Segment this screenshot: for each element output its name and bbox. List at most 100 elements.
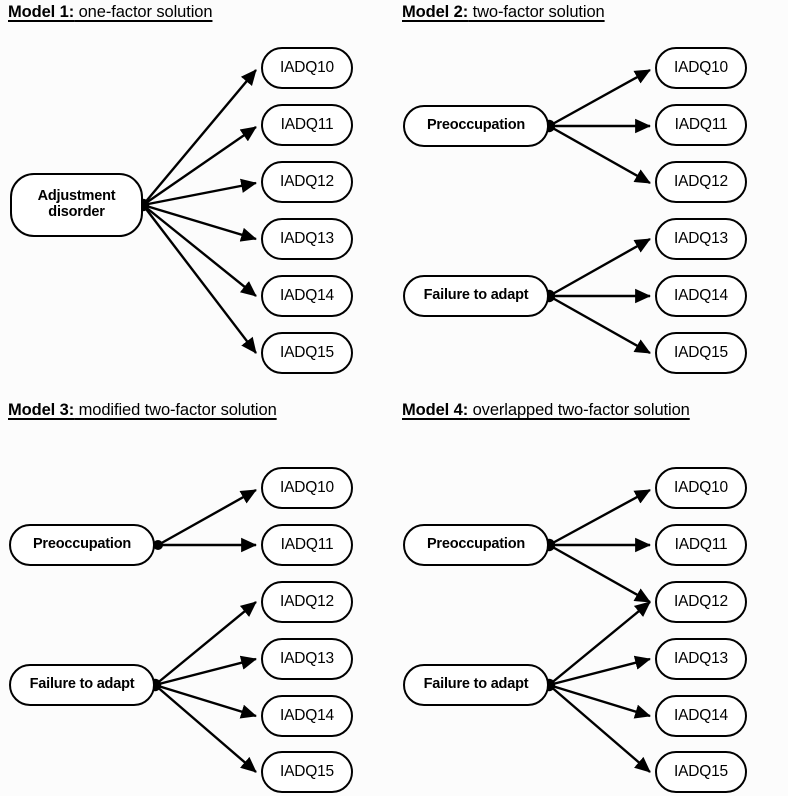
node-label: IADQ15 bbox=[280, 343, 334, 361]
node-label: IADQ15 bbox=[280, 762, 334, 780]
panel-title-value: one-factor solution bbox=[74, 3, 213, 21]
node-label: IADQ14 bbox=[280, 706, 334, 724]
node-iadq10[interactable]: IADQ10 bbox=[655, 47, 747, 89]
edge-failure-to-adapt-iadq12 bbox=[548, 601, 651, 686]
edge-failure-to-adapt-iadq15 bbox=[548, 684, 651, 773]
edge-adjustment-disorder-iadq15 bbox=[142, 204, 257, 354]
panel-title-model-3: Model 3: modified two-factor solution bbox=[8, 401, 277, 420]
panel-model-1: Model 1: one-factor solution Adjustment … bbox=[0, 0, 394, 398]
node-label: Preoccupation bbox=[426, 536, 526, 553]
edge-failure-to-adapt-iadq13 bbox=[548, 655, 651, 687]
node-iadq12[interactable]: IADQ12 bbox=[261, 161, 353, 203]
edge-layer-model-4 bbox=[542, 488, 651, 773]
edge-layer-model-1 bbox=[136, 69, 257, 354]
node-iadq14[interactable]: IADQ14 bbox=[655, 275, 747, 317]
node-label: Failure to adapt bbox=[423, 676, 529, 693]
edge-failure-to-adapt-iadq13 bbox=[154, 655, 257, 687]
node-iadq12[interactable]: IADQ12 bbox=[261, 581, 353, 623]
node-iadq11[interactable]: IADQ11 bbox=[261, 524, 353, 566]
node-label: Adjustment disorder bbox=[37, 188, 116, 220]
node-iadq12[interactable]: IADQ12 bbox=[655, 581, 747, 623]
node-failure-to-adapt[interactable]: Failure to adapt bbox=[9, 664, 155, 706]
edge-adjustment-disorder-iadq10 bbox=[142, 69, 257, 206]
node-label: IADQ13 bbox=[674, 649, 728, 667]
edge-adjustment-disorder-iadq12 bbox=[142, 178, 257, 207]
node-label: Failure to adapt bbox=[29, 676, 135, 693]
edge-failure-to-adapt-iadq13 bbox=[548, 237, 651, 298]
edge-preoccupation-iadq10 bbox=[157, 488, 257, 547]
node-failure-to-adapt[interactable]: Failure to adapt bbox=[403, 664, 549, 706]
edge-layer-model-3 bbox=[148, 488, 257, 773]
panel-title-key: Model 2: bbox=[402, 3, 469, 21]
edge-failure-to-adapt-iadq14 bbox=[154, 683, 257, 719]
node-iadq13[interactable]: IADQ13 bbox=[655, 638, 747, 680]
edge-preoccupation-iadq10 bbox=[548, 68, 651, 128]
node-iadq11[interactable]: IADQ11 bbox=[655, 524, 747, 566]
factor-hub-dot-preoccupation bbox=[153, 540, 163, 550]
node-preoccupation[interactable]: Preoccupation bbox=[403, 105, 549, 147]
panel-title-value: overlapped two-factor solution bbox=[468, 401, 690, 419]
node-iadq15[interactable]: IADQ15 bbox=[655, 332, 747, 374]
node-label: IADQ14 bbox=[674, 286, 728, 304]
node-iadq10[interactable]: IADQ10 bbox=[261, 47, 353, 89]
edge-preoccupation-iadq10 bbox=[548, 488, 651, 547]
panel-title-key: Model 4: bbox=[402, 401, 469, 419]
panel-title-value: two-factor solution bbox=[468, 3, 605, 21]
node-label: Preoccupation bbox=[32, 536, 132, 553]
panel-model-2: Model 2: two-factor solution Preoccupati… bbox=[394, 0, 788, 398]
edge-preoccupation-iadq12 bbox=[548, 124, 651, 185]
panel-model-4: Model 4: overlapped two-factor solution bbox=[394, 398, 788, 796]
node-iadq11[interactable]: IADQ11 bbox=[655, 104, 747, 146]
edge-failure-to-adapt-iadq15 bbox=[548, 294, 651, 355]
edge-failure-to-adapt-iadq12 bbox=[154, 601, 257, 686]
node-iadq14[interactable]: IADQ14 bbox=[261, 695, 353, 737]
node-iadq13[interactable]: IADQ13 bbox=[261, 218, 353, 260]
node-label: IADQ11 bbox=[674, 115, 728, 133]
panel-title-model-4: Model 4: overlapped two-factor solution bbox=[402, 401, 690, 420]
edge-preoccupation-iadq12 bbox=[548, 543, 651, 604]
node-preoccupation[interactable]: Preoccupation bbox=[403, 524, 549, 566]
node-iadq10[interactable]: IADQ10 bbox=[655, 467, 747, 509]
node-iadq14[interactable]: IADQ14 bbox=[261, 275, 353, 317]
node-preoccupation[interactable]: Preoccupation bbox=[9, 524, 155, 566]
node-label: IADQ12 bbox=[280, 172, 334, 190]
panel-title-value: modified two-factor solution bbox=[74, 401, 277, 419]
node-iadq11[interactable]: IADQ11 bbox=[261, 104, 353, 146]
node-failure-to-adapt[interactable]: Failure to adapt bbox=[403, 275, 549, 317]
node-label: IADQ12 bbox=[674, 592, 728, 610]
node-label: Failure to adapt bbox=[423, 287, 529, 304]
node-label: IADQ11 bbox=[280, 115, 334, 133]
node-iadq10[interactable]: IADQ10 bbox=[261, 467, 353, 509]
edge-adjustment-disorder-iadq14 bbox=[142, 204, 257, 297]
node-label: IADQ10 bbox=[280, 478, 334, 496]
node-iadq12[interactable]: IADQ12 bbox=[655, 161, 747, 203]
node-label: IADQ13 bbox=[674, 229, 728, 247]
node-label: IADQ12 bbox=[280, 592, 334, 610]
node-label: IADQ10 bbox=[674, 478, 728, 496]
node-label: IADQ14 bbox=[280, 286, 334, 304]
node-label: IADQ14 bbox=[674, 706, 728, 724]
node-iadq13[interactable]: IADQ13 bbox=[655, 218, 747, 260]
node-label: IADQ13 bbox=[280, 649, 334, 667]
node-label: IADQ15 bbox=[674, 343, 728, 361]
edge-failure-to-adapt-iadq15 bbox=[154, 684, 257, 773]
node-label: IADQ13 bbox=[280, 229, 334, 247]
node-iadq15[interactable]: IADQ15 bbox=[261, 332, 353, 374]
node-iadq15[interactable]: IADQ15 bbox=[261, 751, 353, 793]
edge-adjustment-disorder-iadq13 bbox=[142, 203, 257, 242]
node-adjustment-disorder[interactable]: Adjustment disorder bbox=[10, 173, 143, 237]
panel-model-3: Model 3: modified two-factor solution Pr… bbox=[0, 398, 394, 796]
node-label: Preoccupation bbox=[426, 117, 526, 134]
node-iadq13[interactable]: IADQ13 bbox=[261, 638, 353, 680]
node-label: IADQ11 bbox=[674, 535, 728, 553]
panel-title-key: Model 1: bbox=[8, 3, 75, 21]
node-iadq15[interactable]: IADQ15 bbox=[655, 751, 747, 793]
node-iadq14[interactable]: IADQ14 bbox=[655, 695, 747, 737]
panel-title-model-1: Model 1: one-factor solution bbox=[8, 3, 213, 22]
node-label: IADQ11 bbox=[280, 535, 334, 553]
panel-title-model-2: Model 2: two-factor solution bbox=[402, 3, 605, 22]
edge-adjustment-disorder-iadq11 bbox=[142, 126, 257, 206]
node-label: IADQ10 bbox=[280, 58, 334, 76]
node-label: IADQ10 bbox=[674, 58, 728, 76]
